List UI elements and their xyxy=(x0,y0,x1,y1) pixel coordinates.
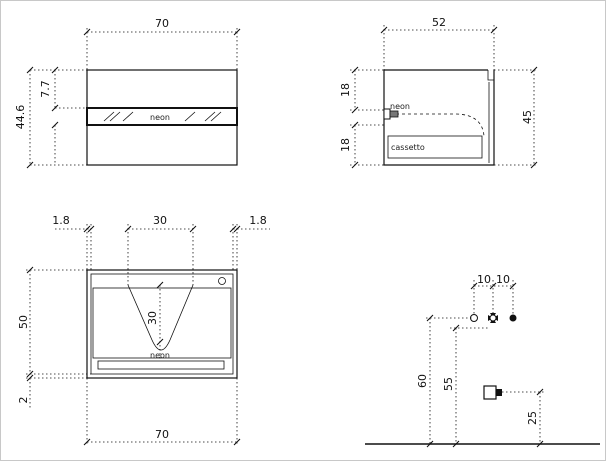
side-hidden-line xyxy=(396,113,485,137)
neon-glare-mark xyxy=(103,111,115,122)
front-width-dimension: 70 xyxy=(155,17,169,30)
plan-inner-outline xyxy=(90,273,234,375)
dimension-tick xyxy=(26,266,34,274)
neon-glare-mark xyxy=(109,111,121,122)
dimension-tick xyxy=(156,338,164,346)
dimension-tick xyxy=(26,161,34,169)
dimension-tick xyxy=(536,388,544,396)
dimension-tick xyxy=(229,225,237,233)
dimension-tick xyxy=(470,282,478,290)
dimension-tick xyxy=(26,374,34,382)
dimension-tick xyxy=(189,225,197,233)
dimension-tick xyxy=(26,66,34,74)
plan-sink-width-dimension: 30 xyxy=(153,214,167,227)
plan-width-dimension: 70 xyxy=(155,428,169,441)
front-neon-strip xyxy=(86,107,238,126)
drain-height-dimension: 25 xyxy=(526,411,539,425)
dimension-tick xyxy=(51,104,59,112)
height-60-dimension: 60 xyxy=(416,374,429,388)
dimension-tick xyxy=(233,28,241,36)
front-top-offset-dimension: 7.7 xyxy=(39,80,52,98)
side-height-dimension: 45 xyxy=(521,110,534,124)
side-drawer-label: cassetto xyxy=(391,143,425,152)
dimension-tick xyxy=(351,161,359,169)
height-55-dimension: 55 xyxy=(442,377,455,391)
plan-neon-strip xyxy=(97,360,225,370)
dimension-tick xyxy=(530,161,538,169)
plan-depth-dimension: 50 xyxy=(17,315,30,329)
dimension-tick xyxy=(83,438,91,446)
dimension-tick xyxy=(83,225,91,233)
front-height-dimension: 44.6 xyxy=(14,105,27,130)
plan-sink-depth-dimension: 30 xyxy=(146,311,159,325)
plumbing-view: 10 10 60 55 25 xyxy=(365,273,600,448)
dimension-tick xyxy=(51,66,59,74)
dimension-tick xyxy=(351,121,359,129)
side-view: neon cassetto 52 18 18 xyxy=(339,16,538,169)
plan-neon-label: neon xyxy=(150,351,170,360)
cold-water-outlet-icon xyxy=(470,314,478,322)
neon-glare-mark xyxy=(204,111,216,122)
front-neon-label: neon xyxy=(150,113,170,122)
plan-sink-bowl xyxy=(127,284,194,351)
dimension-tick xyxy=(509,282,517,290)
hot-water-outlet-icon xyxy=(509,314,517,322)
drain-pipe-icon xyxy=(496,389,502,396)
plan-left-offset-dimension: 1.8 xyxy=(52,214,70,227)
plan-gap-dimension: 2 xyxy=(17,397,30,404)
dimension-tick xyxy=(536,440,544,448)
plan-view: neon 1.8 30 1.8 xyxy=(17,214,270,446)
dimension-tick xyxy=(351,66,359,74)
neon-glare-mark xyxy=(184,111,196,122)
side-bottom-offset-dimension: 18 xyxy=(339,138,352,152)
side-top-notch xyxy=(487,70,494,81)
side-drawer xyxy=(387,135,483,159)
dimension-tick xyxy=(156,281,164,289)
dimension-tick xyxy=(426,314,434,322)
dimension-tick xyxy=(83,28,91,36)
side-neon-label: neon xyxy=(390,102,410,111)
side-neon-fitting xyxy=(389,110,399,118)
dimension-tick xyxy=(26,370,34,378)
spacing-right-dimension: 10 xyxy=(496,273,510,286)
dimension-tick xyxy=(452,324,460,332)
drain-box xyxy=(483,385,497,400)
dimension-tick xyxy=(426,440,434,448)
dimension-tick xyxy=(380,26,388,34)
neon-glare-mark xyxy=(122,111,134,122)
dimension-tick xyxy=(87,225,95,233)
valve-center-icon xyxy=(489,314,497,322)
dimension-tick xyxy=(490,26,498,34)
dimension-tick xyxy=(51,121,59,129)
dimension-tick xyxy=(124,225,132,233)
spacing-left-dimension: 10 xyxy=(477,273,491,286)
dimension-tick xyxy=(452,440,460,448)
side-depth-dimension: 52 xyxy=(432,16,446,29)
dimension-tick xyxy=(233,438,241,446)
faucet-hole xyxy=(218,277,226,285)
dimension-tick xyxy=(351,106,359,114)
dimension-tick xyxy=(489,282,497,290)
plan-basin-area xyxy=(92,287,232,359)
dimension-tick xyxy=(233,225,241,233)
plan-cabinet-outline xyxy=(86,269,238,379)
dimension-tick xyxy=(530,66,538,74)
front-view: neon 70 44.6 7.7 xyxy=(14,17,241,169)
plan-right-offset-dimension: 1.8 xyxy=(249,214,267,227)
neon-glare-mark xyxy=(210,111,222,122)
side-top-offset-dimension: 18 xyxy=(339,83,352,97)
